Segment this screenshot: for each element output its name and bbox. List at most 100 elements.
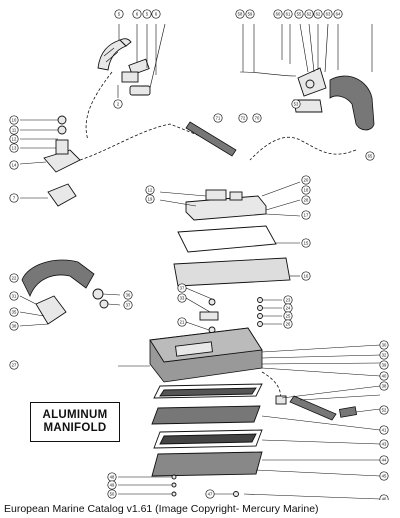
- callout-12: 12: [9, 134, 19, 144]
- callout-20: 20: [301, 175, 311, 185]
- callout-number: 28: [304, 198, 309, 203]
- callout-71: 71: [213, 113, 223, 123]
- callout-19: 19: [145, 194, 155, 204]
- exploded-parts-diagram: 5656258596061556262636453657172701011121…: [9, 9, 389, 500]
- callout-7: 7: [9, 193, 19, 203]
- callout-31: 31: [9, 291, 19, 301]
- callout-number: 49: [110, 483, 115, 488]
- callout-39: 39: [379, 360, 389, 370]
- callout-number: 7: [13, 196, 16, 201]
- callout-number: 71: [216, 116, 221, 121]
- callout-number: 25: [286, 314, 291, 319]
- callout-26: 26: [283, 319, 293, 329]
- callout-number: 31: [12, 294, 17, 299]
- callout-number: 72: [241, 116, 246, 121]
- callout-18: 18: [301, 185, 311, 195]
- callout-number: 40: [382, 374, 387, 379]
- callout-number: 59: [248, 12, 253, 17]
- callout-45: 45: [379, 471, 389, 481]
- callout-number: 44: [382, 458, 387, 463]
- callout-number: 41: [382, 428, 387, 433]
- callout-number: 10: [12, 118, 17, 123]
- callout-16: 16: [301, 271, 311, 281]
- callout-22: 22: [9, 273, 19, 283]
- callout-2: 2: [113, 99, 123, 109]
- callout-58: 58: [235, 9, 245, 19]
- intake-manifold-upper: [159, 181, 301, 287]
- callout-37: 37: [177, 283, 187, 293]
- callout-65: 65: [365, 151, 375, 161]
- callout-70: 70: [252, 113, 262, 123]
- callout-number: 14: [12, 163, 17, 168]
- callout-number: 5: [118, 12, 121, 17]
- hose-assembly-lower-right: [275, 385, 381, 421]
- callout-number: 43: [382, 442, 387, 447]
- callout-59: 59: [245, 9, 255, 19]
- stacked-plates: [151, 383, 381, 477]
- thermostat-housing-left: [19, 115, 81, 207]
- callout-number: 18: [304, 188, 309, 193]
- callout-number: 39: [382, 363, 387, 368]
- callout-44: 44: [379, 455, 389, 465]
- callout-number: 6: [136, 12, 139, 17]
- callout-number: 36: [126, 293, 131, 298]
- routing-line-right: [249, 136, 357, 161]
- callout-40: 40: [379, 371, 389, 381]
- callout-6: 6: [151, 9, 161, 19]
- callout-36: 36: [123, 290, 133, 300]
- callout-35: 35: [9, 307, 19, 317]
- callout-number: 6: [155, 12, 158, 17]
- callout-33: 33: [177, 293, 187, 303]
- callout-32: 32: [379, 350, 389, 360]
- callout-46: 46: [379, 494, 389, 500]
- callout-number: 37: [180, 286, 185, 291]
- routing-line-left: [79, 123, 211, 161]
- callout-number: 16: [304, 274, 309, 279]
- callout-13: 13: [9, 143, 19, 153]
- callout-number: 27: [12, 363, 17, 368]
- lower-manifold-block: [118, 327, 381, 383]
- callout-38: 38: [379, 381, 389, 391]
- callout-number: 65: [368, 154, 373, 159]
- callout-number: 35: [12, 310, 17, 315]
- bypass-hose: [185, 121, 237, 157]
- callout-11: 11: [9, 125, 19, 135]
- stamp-line-2: MANIFOLD: [43, 422, 107, 434]
- callout-number: 22: [12, 276, 17, 281]
- callout-5: 5: [142, 9, 152, 19]
- callout-number: 23: [286, 298, 291, 303]
- callout-43: 43: [379, 439, 389, 449]
- callout-number: 62: [307, 12, 312, 17]
- callout-6: 6: [132, 9, 142, 19]
- callout-15: 15: [301, 238, 311, 248]
- hose-assembly-top-left: [97, 23, 166, 98]
- callout-number: 61: [286, 12, 291, 17]
- callout-number: 15: [304, 241, 309, 246]
- callout-37: 37: [123, 300, 133, 310]
- callout-12: 12: [145, 185, 155, 195]
- callout-60: 60: [273, 9, 283, 19]
- callout-14: 14: [9, 160, 19, 170]
- callout-30: 30: [379, 340, 389, 350]
- callout-number: 63: [326, 12, 331, 17]
- callout-50: 50: [107, 489, 117, 499]
- callout-number: 70: [255, 116, 260, 121]
- callout-number: 58: [238, 12, 243, 17]
- callout-number: 38: [382, 384, 387, 389]
- callout-number: 13: [12, 146, 17, 151]
- callout-41: 41: [379, 425, 389, 435]
- aluminum-manifold-label: ALUMINUM MANIFOLD: [30, 402, 120, 442]
- small-fittings-middle: [185, 287, 282, 334]
- corrugated-hose-left: [19, 259, 121, 327]
- stamp-line-1: ALUMINUM: [42, 409, 108, 421]
- callout-number: 38: [12, 324, 17, 329]
- callout-52: 52: [379, 405, 389, 415]
- callout-number: 19: [148, 197, 153, 202]
- image-caption: European Marine Catalog v1.61 (Image Cop…: [4, 503, 319, 515]
- routing-line-lower: [261, 371, 281, 399]
- callout-5: 5: [114, 9, 124, 19]
- callout-61: 61: [283, 9, 293, 19]
- callout-47: 47: [205, 489, 215, 499]
- callout-64: 64: [333, 9, 343, 19]
